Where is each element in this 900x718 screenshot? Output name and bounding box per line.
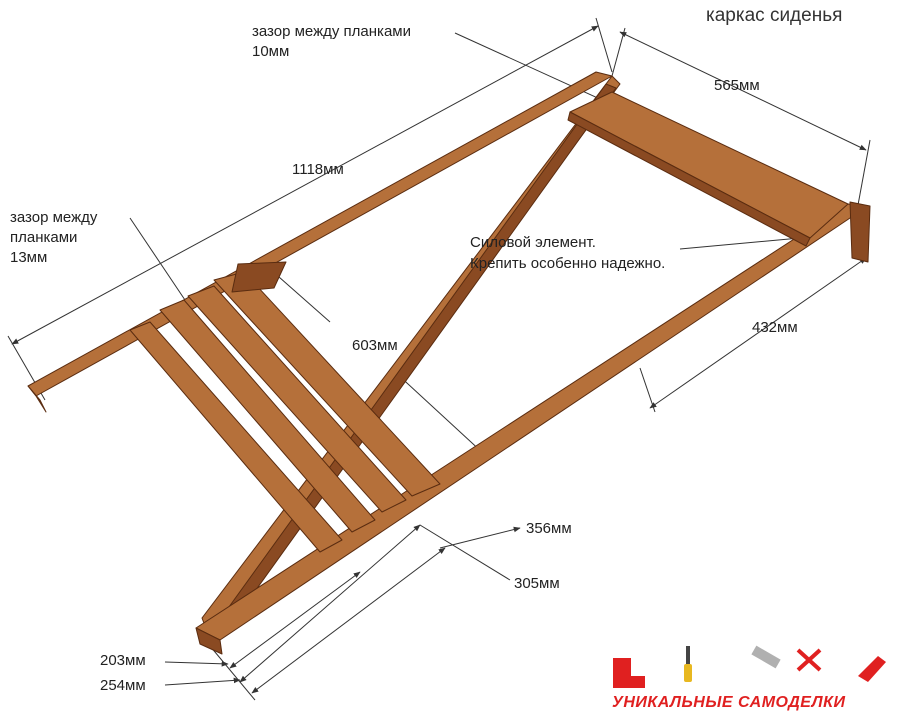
dim-line-203 [164,661,229,667]
seat-frame [27,71,871,655]
dim-line-356-diag [251,547,446,694]
left-rail-side [27,385,47,413]
dimension-305: 305мм [514,575,560,592]
brand-watermark: УНИКАЛЬНЫЕ САМОДЕЛКИ [612,694,846,711]
screwdriver-icon [684,646,692,682]
logo-icon [613,658,645,688]
slat-3 [187,285,407,513]
dim-line-305 [419,524,511,581]
gap-left-label-line2: планками [10,229,78,246]
dim-line-1118 [11,25,599,345]
gap-left-label-line1: зазор между [10,209,98,226]
leader-gap-left [129,217,186,301]
ext-line-432a [639,367,656,413]
gap-top-label-line2: 10мм [252,43,290,60]
top-crossbar-top [569,91,849,239]
power-element-label-line1: Силовой элемент. [470,234,596,251]
dim-line-356 [439,526,521,549]
front-crossbar [231,261,287,293]
wrench-icon [858,656,886,682]
slat-2 [159,299,376,533]
dimension-356: 356мм [526,520,572,537]
dim-line-565 [619,31,867,151]
gap-top-label-line1: зазор между планками [252,23,411,40]
dimension-203: 203мм [100,652,146,669]
ext-line-565b [857,139,871,206]
brand-icons [613,645,886,688]
slat-1 [129,321,343,553]
dim-line-254-diag [229,571,361,669]
dimension-lines [7,17,871,701]
top-crossbar-side [567,111,811,247]
right-post [849,201,871,263]
slat-4 [213,271,441,497]
dim-line-254 [164,677,241,686]
diagram-title: каркас сиденья [706,5,843,26]
dimension-603: 603мм [352,337,398,354]
ext-line-565a [611,27,626,77]
leader-power [679,237,801,250]
ext-line-1118b [595,17,613,73]
right-long-rail-side [195,627,223,655]
dimension-565: 565мм [714,77,760,94]
dimension-432: 432мм [752,319,798,336]
pliers-icon [796,648,822,672]
dimension-254: 254мм [100,677,146,694]
ruler-icon [751,645,781,669]
power-element-label-line2: Крепить особенно надежно. [470,255,666,272]
dimension-1118: 1118мм [292,161,344,178]
dim-line-603b [394,371,485,455]
gap-left-label-line3: 13мм [10,249,48,266]
dim-line-432 [649,257,867,409]
